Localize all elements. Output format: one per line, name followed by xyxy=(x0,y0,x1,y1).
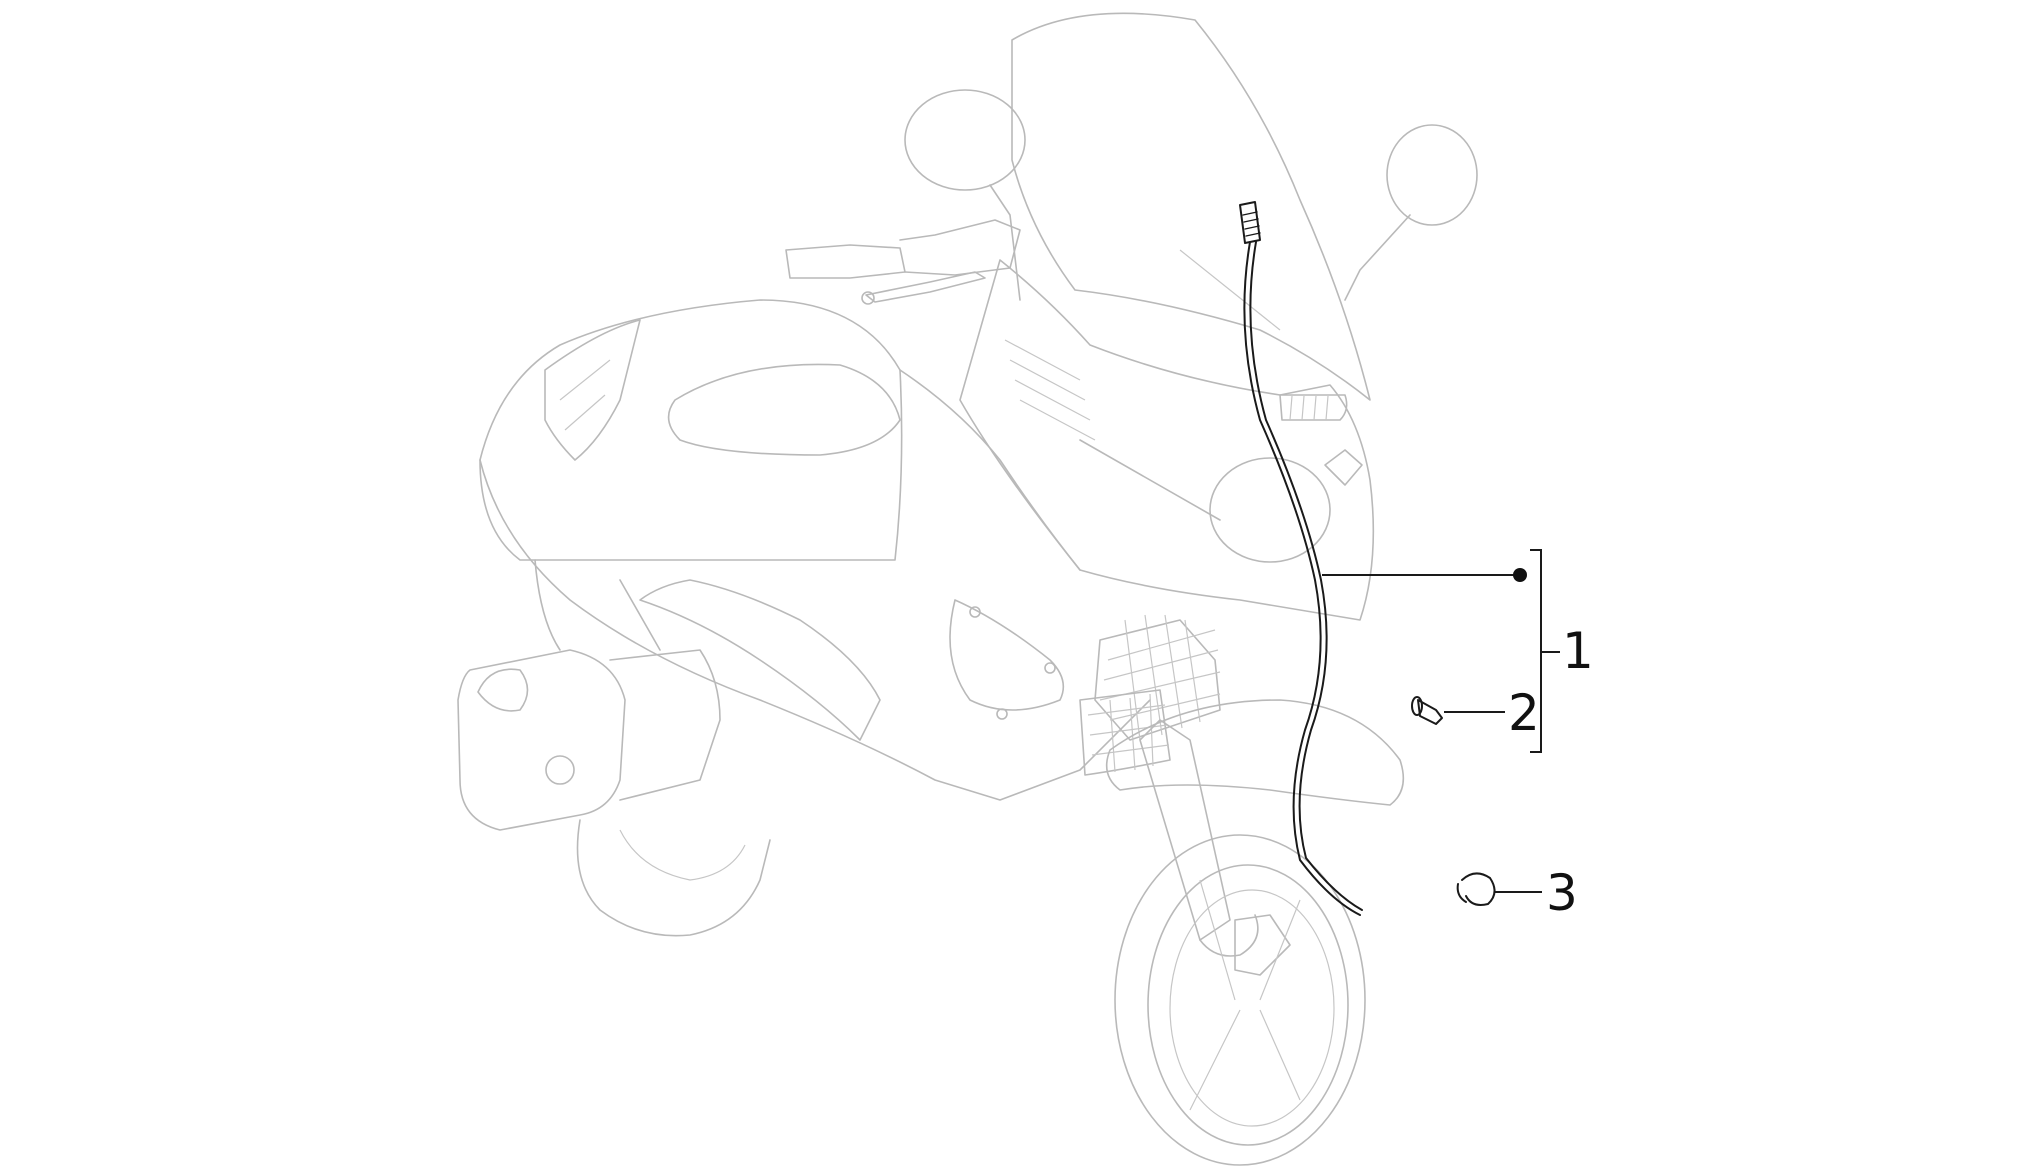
callout-number-3: 3 xyxy=(1546,864,1578,922)
cable-line xyxy=(1243,241,1361,916)
scooter-outline xyxy=(457,12,1478,1166)
callout-leaders xyxy=(1322,549,1560,893)
cable-connector-top xyxy=(1239,201,1261,244)
callout-number-1: 1 xyxy=(1562,622,1594,680)
cable-assembly xyxy=(1239,201,1363,916)
callout-dot xyxy=(1513,568,1527,582)
clip-ring-part xyxy=(1456,872,1496,906)
bush-part xyxy=(1411,696,1443,725)
callout-number-2: 2 xyxy=(1508,684,1540,742)
